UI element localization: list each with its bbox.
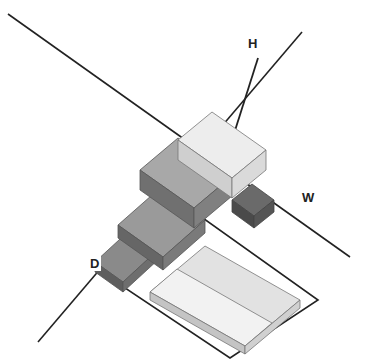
axis-label: W — [300, 190, 316, 205]
building-wall — [150, 292, 245, 354]
building-wall — [178, 140, 232, 198]
width-axis — [8, 14, 350, 257]
height-axis — [232, 58, 258, 140]
building-wall — [245, 300, 300, 354]
building-wall — [254, 200, 274, 228]
building-wall — [140, 170, 194, 228]
axis-label: H — [246, 36, 259, 51]
axis-label: D — [88, 256, 101, 271]
building-wall — [232, 150, 266, 198]
building-wall — [118, 225, 163, 270]
building-wall — [232, 200, 254, 228]
building-roof — [150, 246, 300, 346]
